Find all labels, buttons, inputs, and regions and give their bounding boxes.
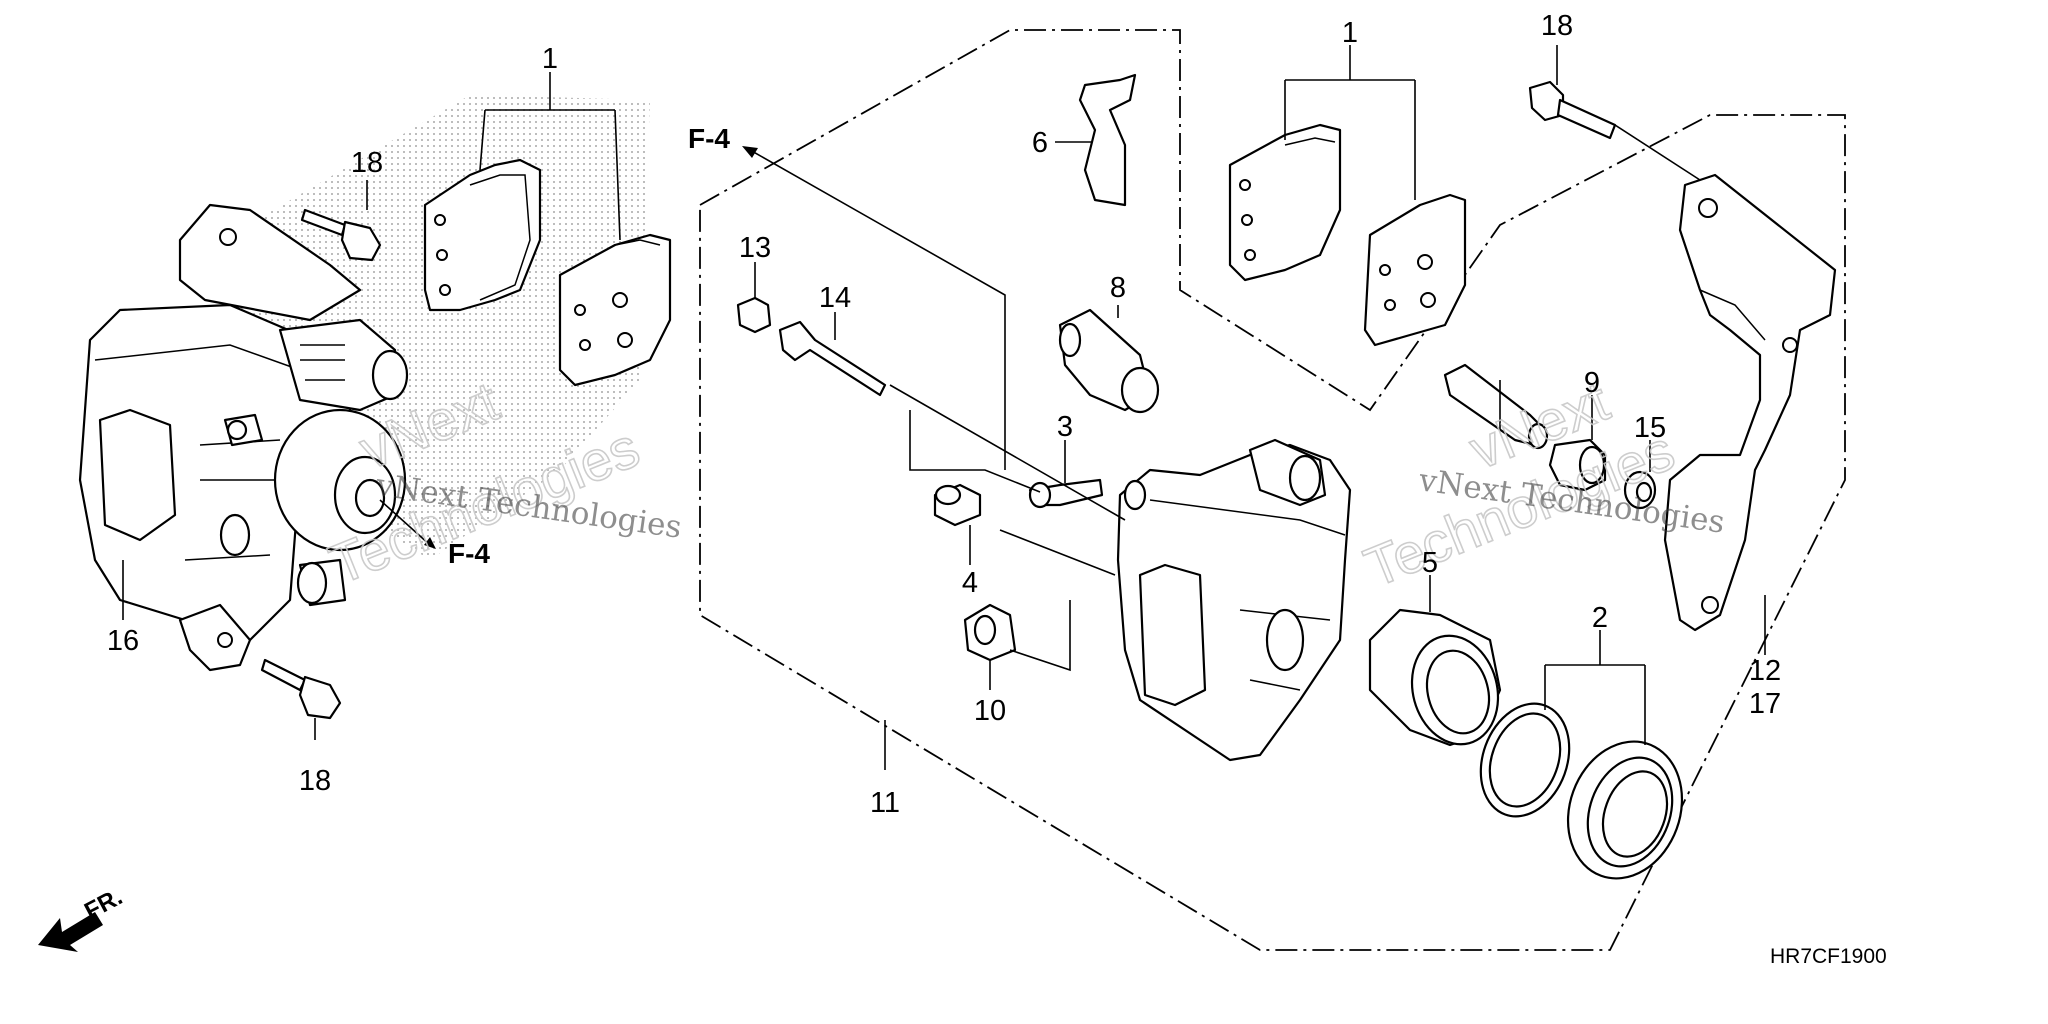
callout-11: 11 (870, 787, 900, 819)
boot-10 (963, 603, 1017, 662)
group-boundary-11 (699, 29, 1846, 951)
sleeve-8 (1058, 308, 1160, 414)
callout-8: 8 (1110, 272, 1126, 304)
left-caliper-assembly-16 (78, 203, 409, 672)
ring-15 (1623, 470, 1657, 510)
callout-16: 16 (107, 625, 139, 657)
callout-18-left-top: 18 (351, 147, 383, 179)
diagram-code: HR7CF1900 (1770, 945, 1887, 968)
callout-labels: 1 18 16 18 1 18 6 8 13 14 3 4 10 11 5 2 … (107, 10, 1781, 819)
callout-6: 6 (1032, 127, 1048, 159)
callout-1-left: 1 (542, 43, 558, 75)
front-direction-indicator: FR. (38, 883, 127, 952)
left-bolt-18-top (300, 208, 382, 262)
callout-12: 12 (1749, 655, 1781, 687)
callout-3: 3 (1057, 411, 1073, 443)
pad-pin-14 (778, 320, 887, 397)
front-arrow-icon (38, 912, 103, 952)
callout-18-left-bottom: 18 (299, 765, 331, 797)
pad-spring-6 (1078, 73, 1137, 207)
bleeder-3 (1028, 478, 1104, 509)
callout-13: 13 (739, 232, 771, 264)
reference-f4-upper[interactable]: F-4 (688, 123, 730, 154)
pin-9 (1443, 363, 1607, 492)
callout-14: 14 (819, 282, 851, 314)
caliper-bracket-12-17 (1663, 173, 1837, 632)
callout-2: 2 (1592, 602, 1608, 634)
seals-2 (1479, 702, 1684, 880)
left-bolt-18-bottom (260, 658, 342, 720)
left-brake-pads-1 (423, 158, 672, 387)
reference-f4-lower[interactable]: F-4 (448, 538, 490, 569)
leader-lines (122, 45, 1766, 770)
callout-10: 10 (974, 695, 1006, 727)
cap-13 (736, 296, 772, 334)
right-brake-pads-1 (1228, 123, 1467, 347)
callout-9: 9 (1584, 367, 1600, 399)
callout-5: 5 (1422, 547, 1438, 579)
bleeder-cap-4 (933, 483, 982, 527)
callout-18-right: 18 (1541, 10, 1573, 42)
callout-17: 17 (1749, 688, 1781, 720)
piston-5 (1368, 608, 1502, 747)
callout-15: 15 (1634, 412, 1666, 444)
caliper-body-11 (1116, 438, 1352, 762)
right-bolt-18 (1528, 80, 1617, 140)
callout-1-right: 1 (1342, 17, 1358, 49)
callout-4: 4 (962, 567, 978, 599)
